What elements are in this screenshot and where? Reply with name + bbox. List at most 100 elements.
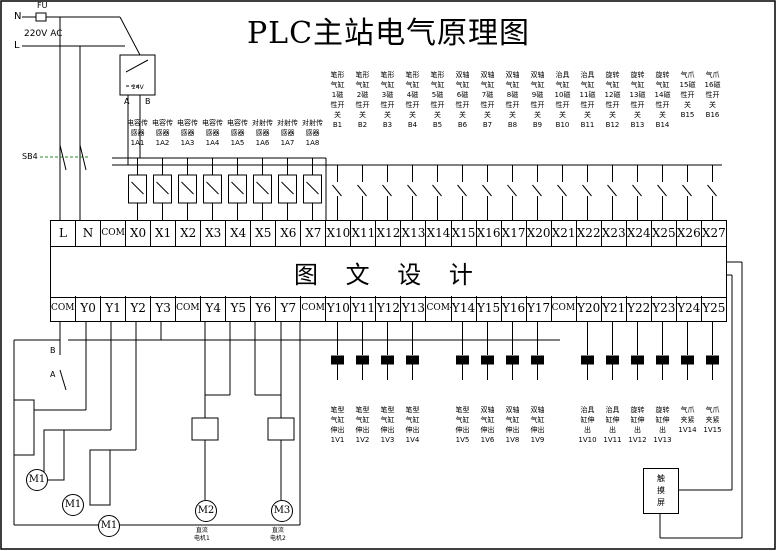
terminal-com5: COM5 bbox=[552, 296, 577, 321]
terminal-x11: X11 bbox=[351, 221, 377, 246]
motor-m1-a: M1 bbox=[26, 469, 48, 491]
terminal-x22: X22 bbox=[577, 221, 602, 246]
sensor-label-5: 电容传 感器 1A5 bbox=[227, 119, 248, 147]
terminal-x13: X13 bbox=[401, 221, 427, 246]
relay-block-2 bbox=[43, 429, 65, 481]
sensor-symbol-3 bbox=[178, 174, 197, 204]
sensor-symbol-6 bbox=[253, 174, 272, 204]
touch-screen: 触 摸 屏 bbox=[643, 468, 679, 514]
motor-m1-c: M1 bbox=[98, 515, 120, 537]
terminal-y22: Y22 bbox=[627, 296, 652, 321]
terminal-y24: Y24 bbox=[677, 296, 702, 321]
switch-label-16: 气爪 16磁 性开 关 B16 bbox=[704, 71, 721, 119]
relay-coil-m3 bbox=[267, 417, 295, 441]
switch-label-3: 笔形 气缸 3磁 性开 关 B3 bbox=[380, 71, 395, 129]
terminal-com2: COM2 bbox=[176, 296, 202, 321]
common-rail-b-label: B bbox=[50, 346, 56, 355]
switch-label-5: 笔形 气缸 5磁 性开 关 B5 bbox=[430, 71, 445, 129]
plc-body-text: 图 文 设 计 bbox=[51, 246, 726, 298]
terminal-y4: Y4 bbox=[201, 296, 227, 321]
terminal-y1: Y1 bbox=[101, 296, 127, 321]
switch-label-4: 笔形 气缸 4磁 性开 关 B4 bbox=[405, 71, 420, 129]
motor-m2-caption: 直流 电机1 bbox=[194, 527, 210, 542]
live-label: L bbox=[14, 40, 20, 51]
motor-m1-b: M1 bbox=[62, 494, 84, 516]
fuse-label: FU bbox=[37, 1, 48, 10]
sensor-label-4: 电容传 感器 1A4 bbox=[202, 119, 223, 147]
sensor-label-3: 电容传 感器 1A3 bbox=[177, 119, 198, 147]
terminal-com4: COM4 bbox=[426, 296, 452, 321]
sensor-label-8: 对射传 感器 1A8 bbox=[302, 119, 323, 147]
switch-label-13: 旋转 气缸 13磁 性开 关 B13 bbox=[629, 71, 646, 129]
terminal-y13: Y13 bbox=[401, 296, 427, 321]
switch-label-6: 双轴 气缸 6磁 性开 关 B6 bbox=[455, 71, 470, 129]
valve-label-8: 双轴 气缸 伸出 1V9 bbox=[530, 406, 545, 444]
motor-m2: M2 bbox=[195, 500, 217, 522]
valve-coil-13 bbox=[681, 355, 694, 365]
valve-label-2: 笔型 气缸 伸出 1V2 bbox=[355, 406, 370, 444]
terminal-x7: X7 bbox=[301, 221, 327, 246]
terminal-y15: Y15 bbox=[477, 296, 502, 321]
voltage-label: 220V AC bbox=[24, 29, 63, 39]
valve-coil-3 bbox=[381, 355, 394, 365]
terminal-y11: Y11 bbox=[351, 296, 377, 321]
relay-block-1 bbox=[13, 399, 35, 456]
valve-coil-10 bbox=[606, 355, 619, 365]
terminal-x4: X4 bbox=[226, 221, 252, 246]
valve-label-9: 治具 缸伸 出 1V10 bbox=[578, 406, 597, 444]
sensor-symbol-8 bbox=[303, 174, 322, 204]
terminal-x6: X6 bbox=[276, 221, 302, 246]
valve-coil-14 bbox=[706, 355, 719, 365]
terminal-y21: Y21 bbox=[602, 296, 627, 321]
terminal-x21: X21 bbox=[552, 221, 577, 246]
valve-label-3: 笔型 气缸 伸出 1V3 bbox=[380, 406, 395, 444]
valve-coil-4 bbox=[406, 355, 419, 365]
valve-label-1: 笔型 气缸 伸出 1V1 bbox=[330, 406, 345, 444]
sensor-label-7: 对射传 感器 1A7 bbox=[277, 119, 298, 147]
dc-power-supply bbox=[119, 54, 156, 96]
terminal-y3: Y3 bbox=[151, 296, 177, 321]
terminal-x23: X23 bbox=[602, 221, 627, 246]
terminal-x5: X5 bbox=[251, 221, 277, 246]
switch-label-11: 治具 气缸 11磁 性开 关 B11 bbox=[579, 71, 596, 129]
relay-block-3 bbox=[89, 449, 111, 506]
motor-m3-caption: 直流 电机2 bbox=[270, 527, 286, 542]
valve-label-5: 笔型 气缸 伸出 1V5 bbox=[455, 406, 470, 444]
terminal-y16: Y16 bbox=[502, 296, 527, 321]
terminal-x20: X20 bbox=[527, 221, 552, 246]
terminal-x26: X26 bbox=[677, 221, 702, 246]
sensor-label-6: 对射传 感器 1A6 bbox=[252, 119, 273, 147]
terminal-y20: Y20 bbox=[577, 296, 602, 321]
switch-label-1: 笔形 气缸 1磁 性开 关 B1 bbox=[330, 71, 345, 129]
sb4-label: SB4 bbox=[22, 152, 38, 161]
terminal-x15: X15 bbox=[452, 221, 477, 246]
neutral-label: N bbox=[14, 11, 22, 22]
valve-label-4: 笔型 气缸 伸出 1V4 bbox=[405, 406, 420, 444]
psu-b-label: B bbox=[145, 97, 151, 106]
relay-coil-m2 bbox=[191, 417, 219, 441]
terminal-y14: Y14 bbox=[452, 296, 477, 321]
terminal-com1: COM1 bbox=[51, 296, 77, 321]
terminal-y5: Y5 bbox=[226, 296, 252, 321]
terminal-x25: X25 bbox=[652, 221, 677, 246]
terminal-l: L bbox=[51, 221, 77, 246]
terminal-x24: X24 bbox=[627, 221, 652, 246]
psu-a-label: A bbox=[124, 97, 130, 106]
diagram-title: PLC主站电气原理图 bbox=[246, 16, 531, 51]
terminal-y0: Y0 bbox=[76, 296, 102, 321]
valve-coil-11 bbox=[631, 355, 644, 365]
sensor-symbol-4 bbox=[203, 174, 222, 204]
valve-label-13: 气爪 夹紧 1V14 bbox=[678, 406, 697, 434]
valve-label-14: 气爪 夹紧 1V15 bbox=[703, 406, 722, 434]
switch-label-2: 笔形 气缸 2磁 性开 关 B2 bbox=[355, 71, 370, 129]
valve-coil-5 bbox=[456, 355, 469, 365]
terminal-y25: Y25 bbox=[702, 301, 726, 315]
valve-label-10: 治具 缸伸 出 1V11 bbox=[603, 406, 622, 444]
valve-label-12: 旋转 缸伸 出 1V13 bbox=[653, 406, 672, 444]
switch-label-14: 旋转 气缸 14磁 性开 关 B14 bbox=[654, 71, 671, 129]
